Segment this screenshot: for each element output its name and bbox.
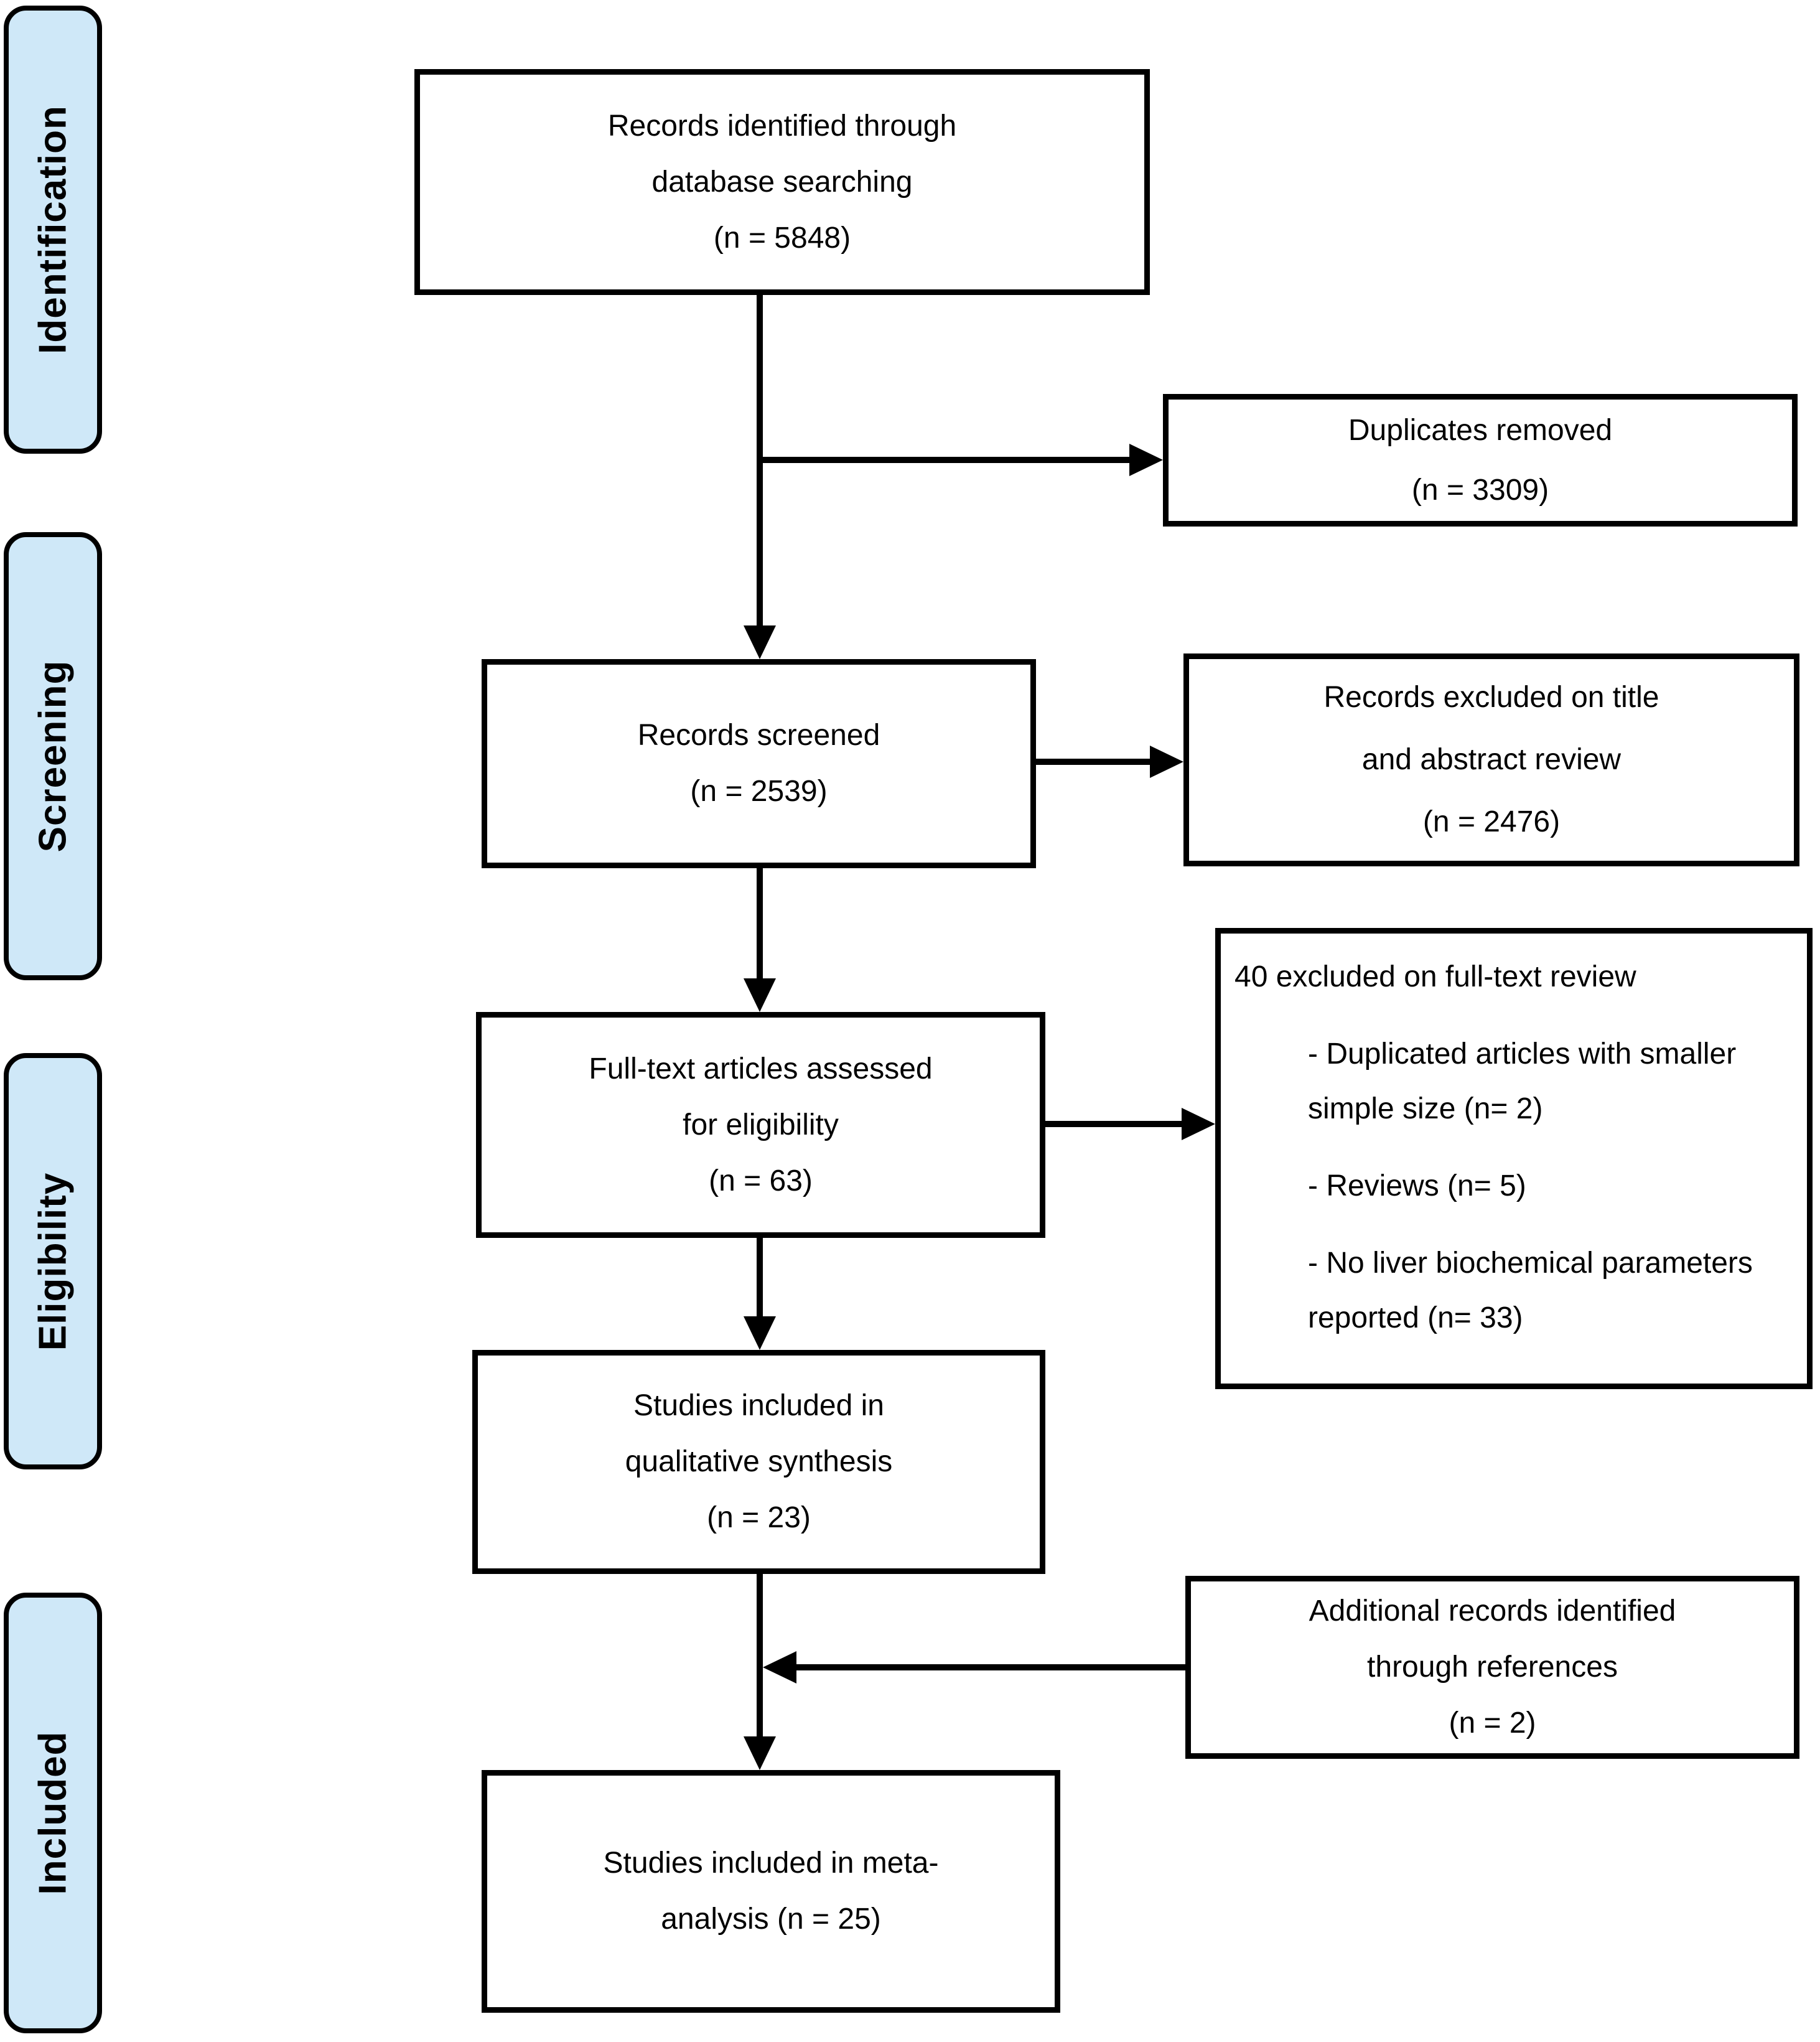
box-excluded-title-abstract-line2: and abstract review [1361,743,1622,776]
stage-eligibility: Eligibility [4,1053,102,1469]
arrowhead-into-meta-icon [744,1736,776,1770]
box-additional-references-line2: through references [1367,1651,1618,1684]
box-qualitative-synthesis: Studies included in qualitative synthesi… [472,1350,1045,1574]
arrowhead-into-qualitative-icon [744,1316,776,1350]
box-records-identified: Records identified through database sear… [414,69,1150,295]
stage-included: Included [4,1593,102,2033]
connector-references-to-trunk [796,1664,1185,1670]
box-excluded-fulltext-title: 40 excluded on full-text review [1234,960,1636,993]
box-duplicates-removed-line1: Duplicates removed [1348,413,1613,447]
box-duplicates-removed: Duplicates removed (n = 3309) [1163,394,1798,527]
connector-screened-to-excluded [1036,759,1150,765]
box-additional-references: Additional records identified through re… [1185,1576,1799,1759]
stage-screening-label: Screening [31,660,75,853]
box-excluded-fulltext: 40 excluded on full-text review - Duplic… [1215,928,1813,1389]
box-additional-references-count: (n = 2) [1449,1707,1536,1740]
box-excluded-title-abstract-line1: Records excluded on title [1323,681,1659,714]
box-records-identified-line1: Records identified through [607,109,957,143]
box-duplicates-removed-count: (n = 3309) [1411,473,1549,507]
arrowhead-into-fulltext-icon [744,978,776,1012]
connector-qualitative-to-meta [757,1574,763,1736]
connector-branch-to-duplicates [757,457,1129,463]
stage-identification: Identification [4,6,102,454]
box-excluded-title-abstract: Records excluded on title and abstract r… [1183,653,1799,866]
box-excluded-fulltext-item-no-liver: - No liver biochemical parameters report… [1308,1247,1753,1334]
box-qualitative-synthesis-line1: Studies included in [633,1389,884,1422]
box-meta-analysis: Studies included in meta- analysis (n = … [482,1770,1060,2013]
connector-fulltext-to-qualitative [757,1238,763,1316]
arrowhead-into-excluded40-icon [1182,1108,1215,1140]
box-qualitative-synthesis-line2: qualitative synthesis [625,1445,893,1478]
box-records-screened-line1: Records screened [637,719,880,752]
connector-fulltext-to-excluded40 [1045,1121,1182,1127]
box-additional-references-line1: Additional records identified [1309,1595,1676,1628]
box-meta-analysis-line1: Studies included in meta- [603,1847,939,1880]
arrowhead-into-excluded-title-abstract-icon [1150,746,1183,778]
box-fulltext-assessed-line1: Full-text articles assessed [589,1052,933,1085]
arrowhead-into-screened-icon [744,625,776,659]
box-records-identified-count: (n = 5848) [713,221,851,255]
box-records-identified-line2: database searching [651,165,913,199]
box-excluded-fulltext-item-reviews: - Reviews (n= 5) [1308,1169,1526,1202]
box-qualitative-synthesis-count: (n = 23) [707,1501,811,1534]
box-records-screened: Records screened (n = 2539) [482,659,1036,868]
arrowhead-from-references-icon [763,1651,796,1684]
box-fulltext-assessed: Full-text articles assessed for eligibil… [476,1012,1045,1238]
box-excluded-title-abstract-count: (n = 2476) [1422,805,1561,838]
box-excluded-fulltext-item-duplicated: - Duplicated articles with smaller simpl… [1308,1037,1737,1125]
stage-eligibility-label: Eligibility [31,1172,75,1351]
arrowhead-into-duplicates-icon [1129,444,1163,476]
stage-identification-label: Identification [31,105,75,354]
stage-included-label: Included [31,1731,75,1895]
box-records-screened-count: (n = 2539) [690,775,828,808]
box-fulltext-assessed-count: (n = 63) [709,1164,813,1197]
connector-screened-to-fulltext [757,868,763,978]
box-fulltext-assessed-line2: for eligibility [683,1108,839,1141]
box-meta-analysis-line2: analysis (n = 25) [661,1903,881,1936]
stage-screening: Screening [4,532,102,980]
